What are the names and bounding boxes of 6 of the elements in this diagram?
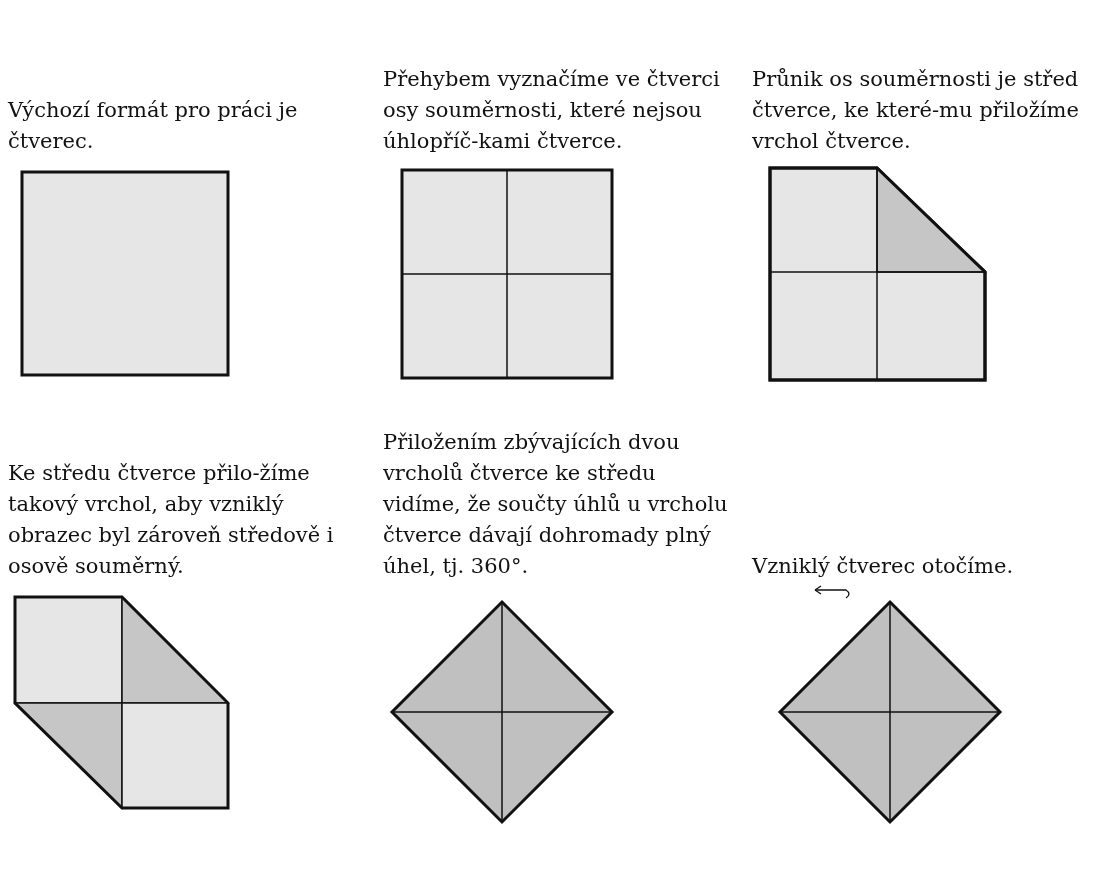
instruction-text: Průnik os souměrnosti je střed čtverce, ke které-mu přiložíme vrchol čtverce. — [752, 66, 1080, 155]
instruction-text: Výchozí formát pro práci je čtverec. — [8, 97, 299, 155]
instruction-text: Přehybem vyznačíme ve čtverci osy souměrnosti, které nejsou úhlopříč-kami čtverce. — [383, 66, 721, 155]
instruction-text: Přiložením zbývajících dvou vrcholů čtverce ke středu vidíme, že součty úhlů u vrcholu čtverce dávají dohromady plný úhel, tj. 360°. — [383, 429, 728, 580]
instruction-text: Vzniklý čtverec otočíme. — [752, 553, 1015, 580]
instruction-text: Ke středu čtverce přilo-žíme takový vrchol, aby vzniklý obrazec byl zároveň středově i osově souměrný. — [8, 460, 335, 580]
